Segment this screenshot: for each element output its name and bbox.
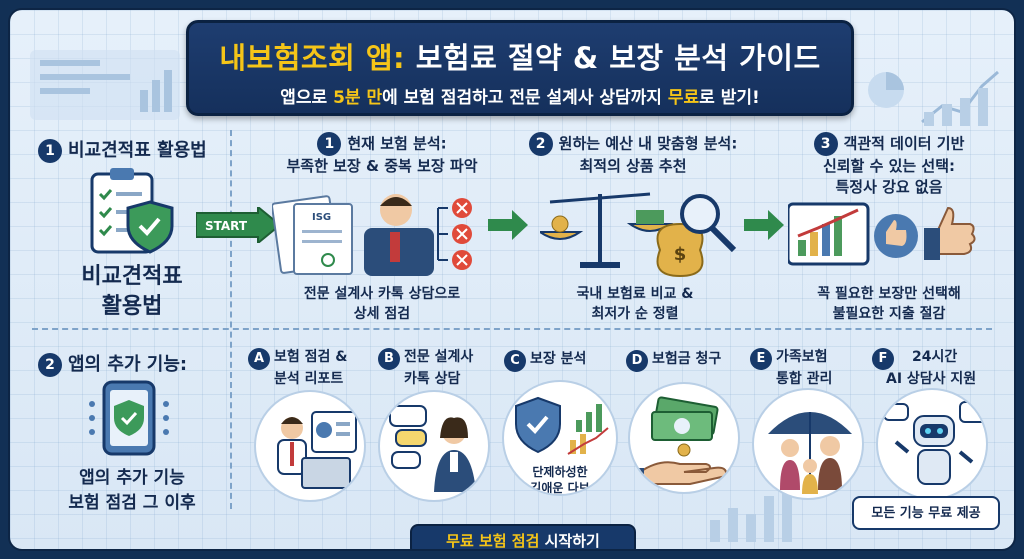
coverage-shield-chart-icon bbox=[515, 396, 609, 455]
family-umbrella-icon bbox=[768, 412, 852, 494]
column-divider bbox=[230, 130, 232, 509]
title-banner: 내보험조회 앱: 보험료 절약 & 보장 분석 가이드 앱으로 5분 만에 보험… bbox=[186, 20, 854, 116]
free-features-badge: 모든 기능 무료 제공 bbox=[852, 496, 1000, 530]
background-bar-chart-icon bbox=[868, 70, 999, 126]
report-analysis-icon bbox=[277, 411, 357, 489]
ai-robot-icon bbox=[883, 401, 986, 485]
background-dashboard-icon bbox=[30, 50, 180, 120]
svg-text:ISG: ISG bbox=[312, 212, 331, 223]
step2-desc: 국내 보험료 비교 &최저가 순 정렬 bbox=[576, 286, 694, 322]
page-title: 내보험조회 앱: 보험료 절약 & 보장 분석 가이드 bbox=[219, 41, 821, 75]
feature-a-circle bbox=[254, 390, 366, 502]
phone-app-shield-icon bbox=[89, 380, 169, 456]
svg-text:$: $ bbox=[674, 244, 687, 265]
kakao-consult-icon bbox=[389, 405, 476, 492]
right-arrow-icon bbox=[488, 210, 528, 240]
background-bar-chart-icon bbox=[710, 488, 792, 542]
feature-e-circle bbox=[752, 388, 864, 500]
balance-scale-money-icon: $ bbox=[540, 192, 737, 278]
insurance-analysis-illustration: ISG bbox=[272, 194, 472, 276]
page-subtitle: 앱으로 5분 만에 보험 점검하고 전문 설계사 상담까지 무료로 받기! bbox=[280, 88, 760, 108]
claim-money-hand-icon bbox=[630, 396, 728, 488]
svg-text:START: START bbox=[205, 219, 248, 233]
feature-d-circle bbox=[628, 382, 740, 494]
checklist-shield-icon bbox=[90, 168, 174, 254]
data-chart-thumbs-up-icon bbox=[788, 202, 976, 266]
section-divider bbox=[32, 328, 992, 330]
start-arrow: START bbox=[196, 207, 280, 243]
feature-f-circle bbox=[876, 388, 988, 500]
feature-b-circle bbox=[378, 390, 490, 502]
start-free-check-button[interactable]: 무료 보험 점검 시작하기 bbox=[410, 524, 636, 549]
infographic-canvas: 내보험조회 앱: 보험료 절약 & 보장 분석 가이드 앱으로 5분 만에 보험… bbox=[8, 8, 1016, 551]
right-arrow-icon bbox=[744, 210, 784, 240]
